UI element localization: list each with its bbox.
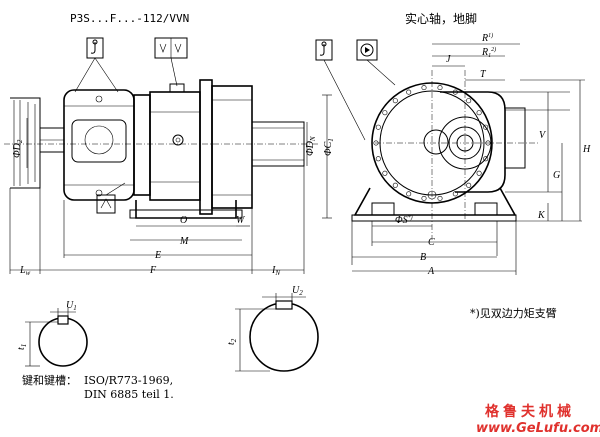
svg-text:ΦC1: ΦC1 <box>323 138 335 156</box>
bolt-circle <box>373 85 491 201</box>
dim-e: E <box>64 250 252 261</box>
key-label: 键和键槽： <box>22 373 77 387</box>
svg-text:U2: U2 <box>292 285 303 297</box>
bolt-hole <box>421 195 427 201</box>
bolt-hole <box>421 85 427 91</box>
support-note: *)见双边力矩支臂 <box>470 307 557 320</box>
bolt-hole <box>406 89 412 95</box>
lifting-hook-icon-right <box>315 39 366 141</box>
bolt-hole <box>476 110 482 116</box>
dim-v: V <box>539 92 549 192</box>
dim-j: J <box>432 54 465 67</box>
svg-text:G: G <box>553 170 560 181</box>
key-standard-2: DIN 6885 teil 1. <box>84 388 174 401</box>
bolt-hole <box>483 156 489 162</box>
svg-text:C: C <box>428 237 435 248</box>
svg-text:A: A <box>427 266 435 277</box>
keyway-large: U2 t2 <box>226 285 319 372</box>
bolt-hole <box>392 98 398 104</box>
dim-r: R1) <box>432 32 520 45</box>
dim-w: W <box>236 215 250 227</box>
dim-k: K <box>537 203 549 221</box>
svg-text:IN: IN <box>271 265 280 277</box>
oil-level-icon <box>154 37 188 87</box>
svg-text:t1: t1 <box>16 344 28 350</box>
bolt-hole <box>437 195 443 201</box>
keyway-small: U1 t1 <box>16 300 88 367</box>
bolt-hole <box>382 170 388 176</box>
svg-text:O: O <box>180 215 187 226</box>
bolt-hole <box>466 98 472 104</box>
bolt-hole <box>406 191 412 197</box>
svg-text:E: E <box>154 250 161 261</box>
dim-h: H <box>579 80 591 221</box>
left-model-title: P3S...F...-112/VVN <box>70 12 189 25</box>
dim-g: G <box>553 143 563 221</box>
lifting-hook-icon <box>74 37 119 93</box>
dim-t: T <box>465 69 505 81</box>
dim-lw: Lw <box>10 265 40 277</box>
bolt-hole <box>483 124 489 130</box>
watermark-brand: 格鲁夫机械 <box>485 403 575 420</box>
svg-text:W: W <box>236 215 246 226</box>
dim-f: F <box>40 265 252 276</box>
side-view <box>4 79 332 219</box>
dim-o: O <box>136 215 236 227</box>
watermark-url: www.GeLufu.com <box>476 421 600 436</box>
bolt-hole <box>476 170 482 176</box>
svg-text:B: B <box>420 252 426 263</box>
bolt-hole <box>466 182 472 188</box>
svg-text:ΦD2: ΦD2 <box>12 139 24 158</box>
svg-text:M: M <box>179 236 189 247</box>
svg-text:ΦS*): ΦS*) <box>395 214 413 226</box>
key-standard-1: ISO/R773-1969, <box>84 374 173 387</box>
dim-a: A <box>352 266 516 277</box>
right-title: 实心轴，地脚 <box>405 11 477 26</box>
breather-icon <box>356 39 396 86</box>
svg-text:R12): R12) <box>481 46 496 59</box>
front-view <box>351 70 585 275</box>
bolt-hole <box>375 124 381 130</box>
dim-c1: ΦC1 <box>323 138 335 156</box>
dim-b: B <box>352 252 497 263</box>
svg-text:t2: t2 <box>226 338 238 345</box>
bolt-hole <box>437 85 443 91</box>
dim-s: ΦS*) <box>372 214 432 227</box>
svg-text:F: F <box>149 265 157 276</box>
svg-text:Lw: Lw <box>19 265 31 277</box>
dim-in: IN <box>252 265 304 277</box>
svg-text:H: H <box>582 144 591 155</box>
bolt-hole <box>375 156 381 162</box>
svg-text:V: V <box>539 130 547 141</box>
drain-icon <box>96 182 126 214</box>
dim-d2: ΦD2 <box>12 118 28 168</box>
bolt-hole <box>382 110 388 116</box>
svg-text:T: T <box>480 69 487 80</box>
dim-r1: R12) <box>432 46 505 59</box>
dim-m: M <box>130 236 242 247</box>
svg-text:J: J <box>446 54 451 65</box>
svg-text:R1): R1) <box>481 32 493 44</box>
bolt-hole <box>392 182 398 188</box>
svg-text:K: K <box>537 210 546 221</box>
svg-text:U1: U1 <box>66 300 77 312</box>
dim-c: C <box>372 237 497 248</box>
svg-text:ΦDN: ΦDN <box>305 136 317 156</box>
dim-dn: ΦDN <box>305 122 317 166</box>
